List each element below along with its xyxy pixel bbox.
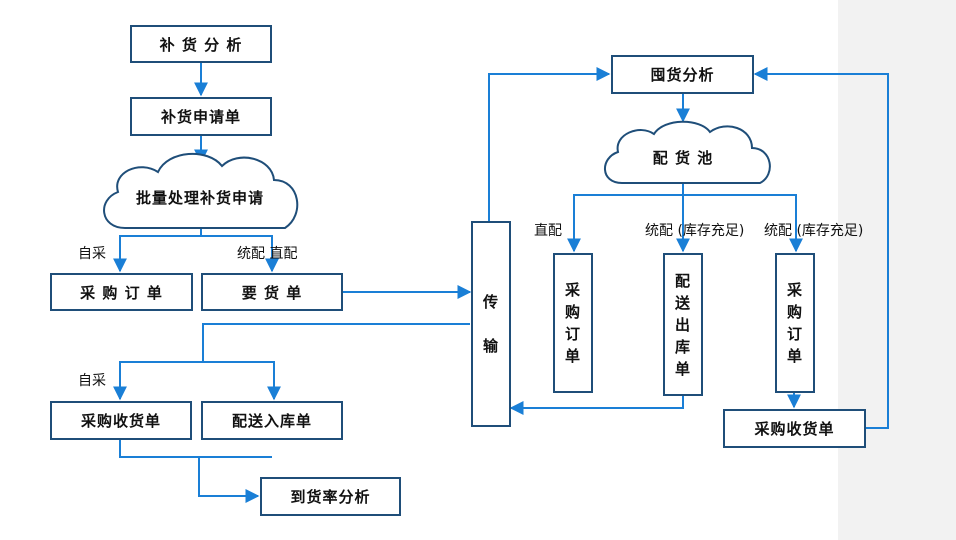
outbound-char-5: 单 bbox=[674, 359, 691, 378]
label-direct: 直配 bbox=[534, 223, 562, 239]
label-unified-sufficient-1: 统配 (库存充足) bbox=[645, 223, 745, 239]
pool-cloud-shape bbox=[604, 120, 771, 184]
hoard-analysis-label: 囤货分析 bbox=[650, 66, 715, 84]
transport-char-2: 输 bbox=[482, 337, 499, 355]
po-right-char-4: 单 bbox=[786, 347, 803, 365]
delivery-outbound-box: 配 送 出 库 单 bbox=[663, 253, 703, 396]
arrow-pool-to-po-mid bbox=[567, 183, 684, 253]
arrival-rate-label: 到货率分析 bbox=[290, 488, 371, 506]
transport-char-1: 传 bbox=[482, 293, 499, 311]
replenish-analysis-box: 补 货 分 析 bbox=[130, 25, 272, 63]
hoard-analysis-box: 囤货分析 bbox=[611, 55, 754, 94]
delivery-inbound-box: 配送入库单 bbox=[201, 401, 343, 440]
line-receipt-merge bbox=[119, 440, 272, 458]
batch-cloud-shape bbox=[103, 153, 299, 229]
po-mid-char-3: 订 bbox=[564, 325, 581, 343]
po-right-char-3: 订 bbox=[786, 325, 803, 343]
requisition-box: 要 货 单 bbox=[201, 273, 343, 311]
arrow-batch-to-requisition bbox=[201, 235, 279, 273]
purchase-order-mid-box: 采 购 订 单 bbox=[553, 253, 593, 393]
side-panel bbox=[838, 0, 956, 540]
delivery-inbound-label: 配送入库单 bbox=[231, 412, 312, 430]
outbound-char-2: 送 bbox=[674, 293, 691, 312]
po-mid-char-2: 购 bbox=[564, 303, 581, 321]
replenish-analysis-label: 补 货 分 析 bbox=[159, 35, 243, 54]
po-mid-char-4: 单 bbox=[564, 347, 581, 365]
label-self-purchase-1: 自采 bbox=[78, 246, 106, 262]
allocation-pool-label: 配 货 池 bbox=[652, 148, 714, 167]
arrow-outbound-to-transport bbox=[509, 396, 684, 415]
replenish-request-label: 补货申请单 bbox=[160, 108, 241, 126]
replenish-request-box: 补货申请单 bbox=[130, 97, 272, 136]
purchase-receipt-right-label: 采购收货单 bbox=[754, 420, 835, 438]
allocation-pool-cloud: 配 货 池 bbox=[608, 135, 758, 179]
arrow-pool-to-po-right bbox=[683, 194, 803, 253]
purchase-order-right-box: 采 购 订 单 bbox=[775, 253, 815, 393]
outbound-char-1: 配 bbox=[674, 271, 691, 290]
label-self-purchase-2: 自采 bbox=[78, 373, 106, 389]
purchase-order-left-label: 采 购 订 单 bbox=[80, 283, 163, 302]
purchase-receipt-right-box: 采购收货单 bbox=[723, 409, 866, 448]
arrow-receipt-to-hoard bbox=[753, 67, 889, 429]
batch-process-label: 批量处理补货申请 bbox=[135, 188, 264, 207]
purchase-receipt-left-box: 采购收货单 bbox=[50, 401, 192, 440]
arrow-to-arrival-rate bbox=[198, 457, 260, 503]
outbound-char-4: 库 bbox=[674, 337, 691, 356]
label-unified-sufficient-2: 统配 (库存充足) bbox=[764, 223, 864, 239]
purchase-order-left-box: 采 购 订 单 bbox=[50, 273, 193, 311]
outbound-char-3: 出 bbox=[674, 315, 691, 334]
arrow-to-delivery-inbound bbox=[203, 361, 281, 401]
transport-box: 传 输 bbox=[471, 221, 511, 427]
label-unified-direct: 统配 直配 bbox=[237, 246, 298, 262]
po-right-char-2: 购 bbox=[786, 303, 803, 321]
purchase-receipt-left-label: 采购收货单 bbox=[80, 412, 161, 430]
po-right-char-1: 采 bbox=[786, 281, 803, 299]
requisition-label: 要 货 单 bbox=[241, 283, 303, 302]
arrow-transport-to-hoard bbox=[488, 67, 611, 221]
po-mid-char-1: 采 bbox=[564, 281, 581, 299]
arrival-rate-box: 到货率分析 bbox=[260, 477, 401, 516]
line-transport-return bbox=[202, 323, 470, 362]
arrow-batch-to-purchase-order bbox=[113, 228, 202, 273]
arrow-to-purchase-receipt bbox=[113, 361, 203, 401]
batch-process-cloud: 批量处理补货申请 bbox=[105, 172, 295, 222]
